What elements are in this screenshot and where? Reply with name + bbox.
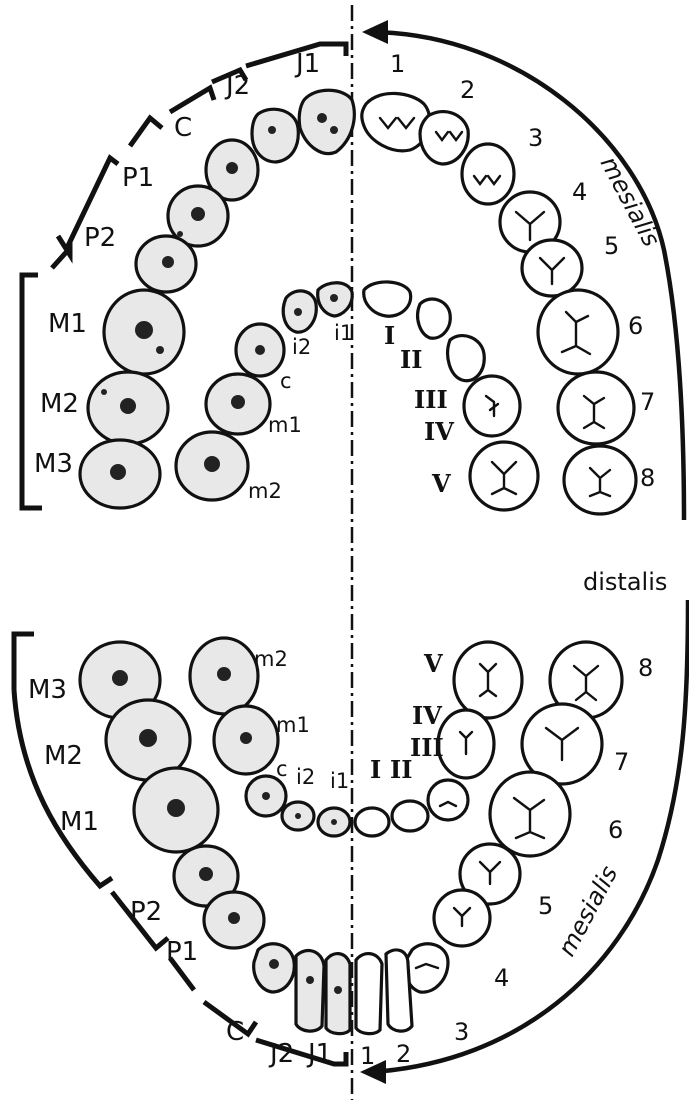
label-upper-i1: i1 <box>334 321 353 345</box>
tooth-lower-3 <box>405 944 448 992</box>
tooth-upper-J2 <box>252 109 298 162</box>
label-lower-IV: IV <box>412 701 442 730</box>
tooth-lower-II <box>392 801 428 831</box>
tooth-lower-III <box>428 780 468 820</box>
label-lower-i1: i1 <box>330 769 349 793</box>
label-lower-5: 5 <box>538 892 553 920</box>
label-lower-m2: m2 <box>254 647 288 671</box>
label-upper-m1: m1 <box>268 413 302 437</box>
label-upper-J2: J2 <box>224 71 250 101</box>
label-lower-I: I <box>370 755 381 784</box>
tooth-upper-IV <box>464 376 520 436</box>
label-upper-4: 4 <box>572 178 587 206</box>
label-upper-m2: m2 <box>248 479 282 503</box>
label-lower-C: C <box>226 1017 244 1047</box>
label-lower-8: 8 <box>638 654 653 682</box>
label-upper-II: II <box>400 345 422 374</box>
label-upper-6: 6 <box>628 312 643 340</box>
label-upper-III: III <box>414 385 448 414</box>
label-lower-m1: m1 <box>276 713 310 737</box>
label-lower-c: c <box>276 757 288 781</box>
lower-right-deciduous-labels: I II III IV V <box>370 649 444 784</box>
label-upper-I: I <box>384 321 395 350</box>
tooth-upper-6 <box>538 290 618 374</box>
tooth-upper-J1 <box>299 90 354 153</box>
label-upper-C: C <box>174 113 192 143</box>
label-upper-3: 3 <box>528 124 543 152</box>
label-upper-M1: M1 <box>48 309 87 339</box>
label-upper-P1: P1 <box>122 163 154 193</box>
label-upper-2: 2 <box>460 76 475 104</box>
label-lower-M1: M1 <box>60 807 99 837</box>
label-upper-V: V <box>431 469 451 498</box>
label-lower-4: 4 <box>494 964 509 992</box>
tooth-lower-1 <box>356 954 382 1034</box>
label-upper-J1: J1 <box>294 49 320 79</box>
label-lower-6: 6 <box>608 816 623 844</box>
tooth-lower-I <box>355 808 389 836</box>
label-lower-3: 3 <box>454 1018 469 1046</box>
label-lower-2: 2 <box>396 1040 411 1068</box>
upper-arrowhead <box>362 20 388 44</box>
label-upper-8: 8 <box>640 464 655 492</box>
label-upper-M3: M3 <box>34 449 73 479</box>
label-lower-i2: i2 <box>296 765 315 789</box>
label-lower-1: 1 <box>360 1042 375 1070</box>
label-lower-III: III <box>410 733 444 762</box>
label-upper-IV: IV <box>424 417 454 446</box>
tooth-upper-III <box>448 336 485 381</box>
tooth-lower-J2 <box>296 951 324 1032</box>
tooth-upper-7 <box>558 372 634 444</box>
label-lower-M2: M2 <box>44 741 83 771</box>
label-upper-7: 7 <box>640 388 655 416</box>
tooth-upper-3 <box>462 144 514 204</box>
tooth-upper-II <box>418 299 451 338</box>
label-upper-M2: M2 <box>40 389 79 419</box>
label-upper-1: 1 <box>390 50 405 78</box>
label-upper-P2: P2 <box>84 223 116 253</box>
upper-left-deciduous-teeth <box>176 283 352 500</box>
upper-right-deciduous-labels: I II III IV V <box>384 321 454 498</box>
label-lower-P1: P1 <box>166 937 198 967</box>
label-lower-J1: J1 <box>306 1039 332 1069</box>
label-lower-M3: M3 <box>28 675 67 705</box>
label-lower-J2: J2 <box>268 1039 294 1069</box>
label-upper-5: 5 <box>604 232 619 260</box>
tooth-lower-2 <box>386 950 412 1031</box>
distalis-label: distalis <box>583 568 667 596</box>
label-upper-c: c <box>280 369 292 393</box>
upper-right-deciduous-teeth <box>364 282 538 510</box>
label-lower-V: V <box>423 649 443 678</box>
label-lower-7: 7 <box>614 748 629 776</box>
label-lower-P2: P2 <box>130 897 162 927</box>
label-upper-i2: i2 <box>292 335 311 359</box>
tooth-upper-I <box>364 282 411 316</box>
tooth-upper-5 <box>522 240 582 296</box>
